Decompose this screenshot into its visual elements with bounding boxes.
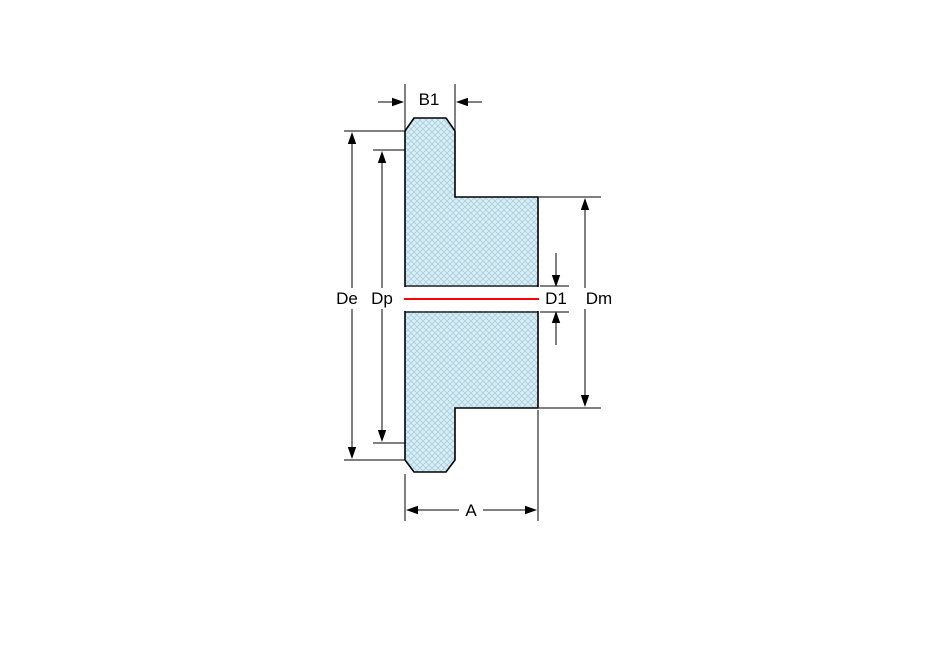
label-de: De: [336, 289, 358, 308]
d1-arrow-up-icon: [551, 311, 561, 323]
dim-dm: Dm: [539, 196, 615, 409]
dim-a: A: [404, 410, 539, 521]
dm-arrow-down-icon: [580, 395, 590, 407]
b1-arrow-left-icon: [456, 97, 468, 107]
label-b1: B1: [419, 90, 440, 109]
d1-arrow-down-icon: [551, 275, 561, 287]
dim-dp: Dp: [366, 149, 405, 444]
de-arrow-up-icon: [347, 132, 357, 144]
dp-arrow-down-icon: [377, 430, 387, 442]
a-arrow-left-icon: [406, 505, 418, 515]
de-label-mask: [331, 288, 362, 309]
a-label-mask: [459, 499, 483, 521]
dim-b1: B1: [378, 84, 482, 130]
d1-label-mask: [541, 289, 571, 310]
label-dm: Dm: [586, 289, 612, 308]
label-a: A: [465, 501, 477, 520]
a-arrow-right-icon: [525, 505, 537, 515]
dp-arrow-up-icon: [377, 151, 387, 163]
de-arrow-down-icon: [347, 447, 357, 459]
dim-d1: D1: [540, 253, 571, 345]
dp-label-mask: [366, 288, 397, 309]
dm-label-mask: [583, 288, 615, 309]
dm-arrow-up-icon: [580, 198, 590, 210]
label-d1: D1: [545, 289, 567, 308]
dim-de: De: [331, 130, 405, 461]
b1-arrow-right-icon: [392, 97, 404, 107]
label-dp: Dp: [371, 289, 393, 308]
sprocket-body: [403, 117, 540, 473]
